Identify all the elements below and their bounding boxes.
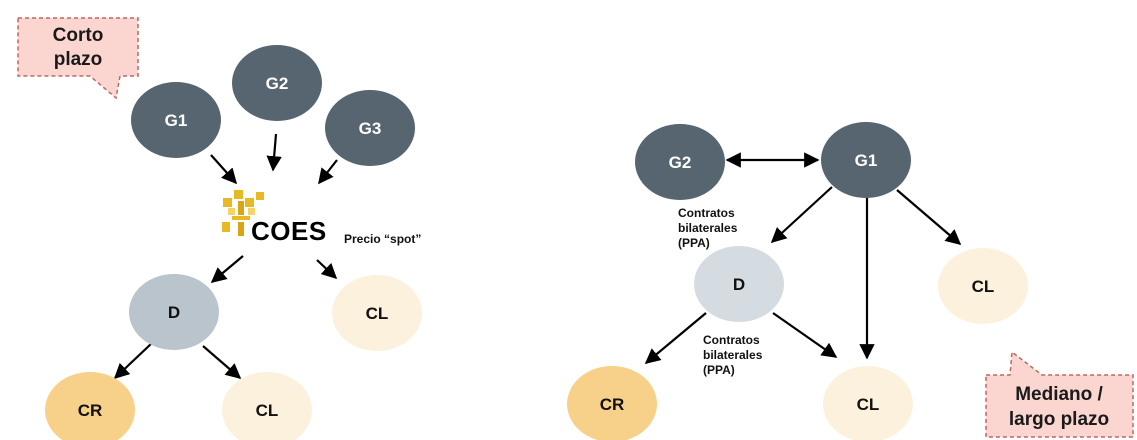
node-cl-right-circle [938, 248, 1028, 324]
node-cl-top-label: CL [366, 304, 389, 323]
node-cr-label: CR [78, 401, 103, 420]
long-term-callout: Mediano / largo plazo [985, 350, 1134, 438]
node-cr: CR [45, 372, 135, 440]
arrow-d-to-cl-bottom [772, 312, 838, 358]
short-term-callout-line1: Corto [53, 25, 104, 46]
node-g1: G1 [131, 82, 221, 158]
arrow-g1-to-d [770, 186, 833, 244]
node-g3-label: G3 [359, 119, 382, 138]
node-d-right-label: D [733, 275, 745, 294]
contracts-label-top-line2: bilaterales [678, 221, 738, 235]
node-g3: G3 [325, 90, 415, 166]
arrow-d-to-cl [202, 345, 242, 380]
node-d: D [129, 274, 219, 350]
contracts-label-bottom-line1: Contratos [703, 333, 760, 347]
node-cr-right-circle [567, 366, 657, 440]
arrow-coes-to-d [210, 255, 244, 283]
coes-logo-icon [222, 190, 264, 236]
short-term-callout-line2: plazo [54, 49, 103, 70]
contracts-label-bottom: Contratos bilaterales (PPA) [703, 333, 763, 377]
coes-logo: COES [222, 190, 327, 246]
short-term-callout-shape [17, 17, 139, 100]
coes-logo-text: COES [251, 216, 327, 246]
node-cl-bottom-right-circle [823, 366, 913, 440]
long-term-callout-shape [985, 350, 1134, 438]
node-cl-bottom-circle [222, 372, 312, 440]
node-g2-right: G2 [635, 124, 725, 200]
contracts-label-bottom-line3: (PPA) [703, 363, 735, 377]
arrow-g1-to-coes [210, 154, 238, 185]
node-cr-circle [45, 372, 135, 440]
node-cl-right-label: CL [972, 277, 995, 296]
node-cl-bottom: CL [222, 372, 312, 440]
contracts-label-bottom-line2: bilaterales [703, 348, 763, 362]
short-term-callout: Corto plazo [17, 17, 139, 100]
left-panel-short-term: Corto plazo G1 G2 G3 [17, 17, 422, 440]
node-d-circle [129, 274, 219, 350]
node-g1-right-label: G1 [855, 151, 878, 170]
node-cl-bottom-right-label: CL [857, 395, 880, 414]
right-panel-medium-long-term: G2 G1 Contratos bilaterales (PPA) D CL C… [567, 122, 1134, 440]
node-g1-label: G1 [165, 111, 188, 130]
arrow-d-to-cr [113, 342, 153, 380]
node-g2: G2 [232, 45, 322, 121]
node-cr-right-label: CR [600, 395, 625, 414]
node-cl-top-circle [332, 275, 422, 351]
node-g1-right-circle [821, 122, 911, 198]
node-g2-label: G2 [266, 74, 289, 93]
node-g3-circle [325, 90, 415, 166]
node-g2-right-label: G2 [669, 153, 692, 172]
node-cl-bottom-label: CL [256, 401, 279, 420]
long-term-callout-line2: largo plazo [1009, 409, 1109, 430]
node-g1-right: G1 [821, 122, 911, 198]
node-cl-right: CL [938, 248, 1028, 324]
arrow-g3-to-coes [318, 159, 338, 185]
spot-price-label: Precio “spot” [344, 232, 421, 246]
node-cr-right: CR [567, 366, 657, 440]
node-d-right-circle [694, 246, 784, 322]
arrow-coes-to-cl [316, 259, 338, 280]
contracts-label-top-line3: (PPA) [678, 236, 710, 250]
node-d-label: D [168, 303, 180, 322]
arrow-g2-to-coes [266, 133, 282, 172]
node-d-right: D [694, 246, 784, 322]
node-g2-circle [232, 45, 322, 121]
node-cl-top: CL [332, 275, 422, 351]
node-cl-bottom-right: CL [823, 366, 913, 440]
node-g2-right-circle [635, 124, 725, 200]
node-g1-circle [131, 82, 221, 158]
arrow-d-to-cr [644, 312, 707, 364]
long-term-callout-line1: Mediano / [1015, 384, 1103, 405]
arrow-g1-to-cl-right [896, 189, 962, 246]
contracts-label-top: Contratos bilaterales (PPA) [678, 206, 738, 250]
contracts-label-top-line1: Contratos [678, 206, 735, 220]
